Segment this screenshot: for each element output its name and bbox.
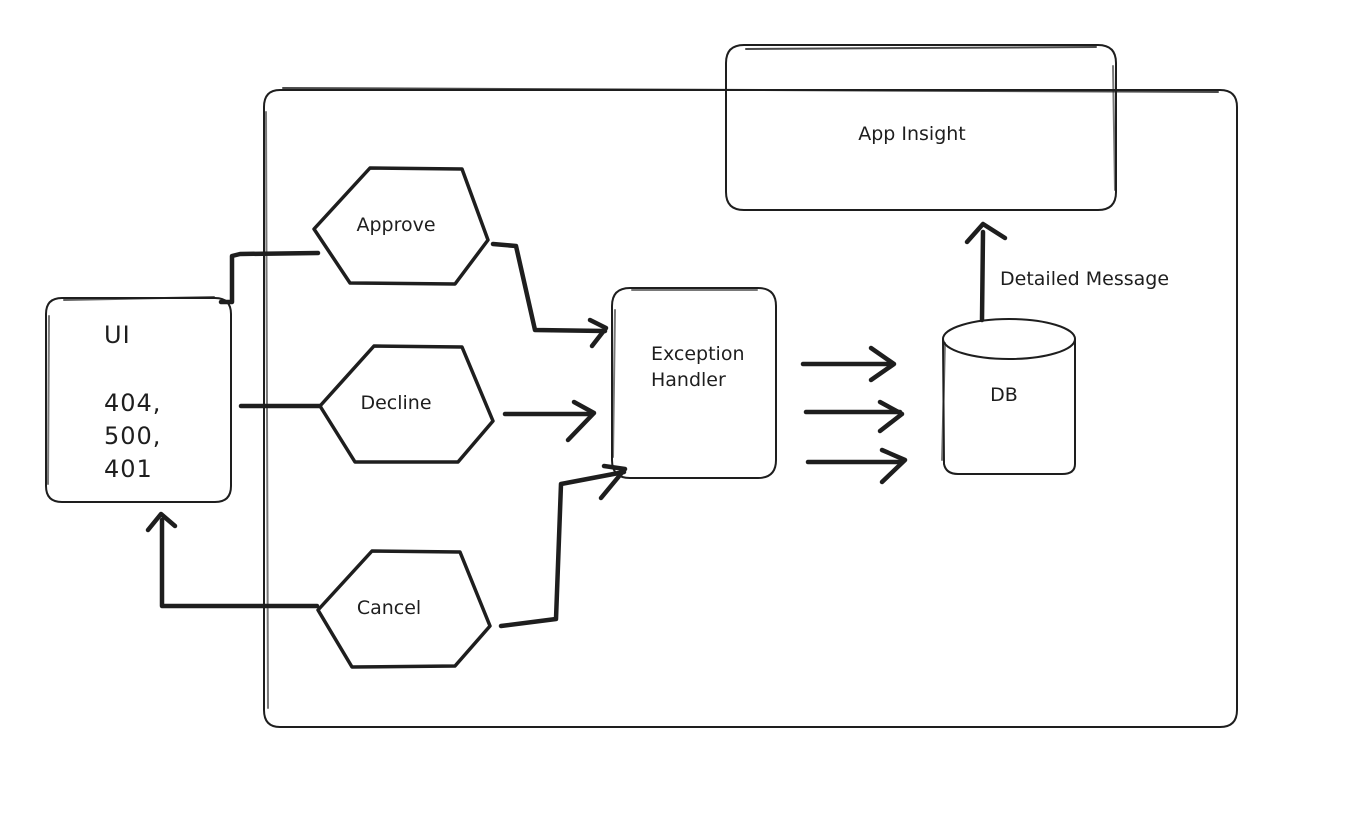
ui-status-code-3: 401 [104,455,153,483]
exception-handler-node: Exception Handler [611,287,777,479]
approve-node: Approve [312,166,490,286]
cancel-label: Cancel [357,597,421,619]
edge-cancel-to-exception-handler [498,463,628,629]
decline-node: Decline [318,344,495,464]
edge-exception-handler-to-db-3 [805,447,908,485]
ui-status-code-1: 404, [104,389,161,417]
approve-label: Approve [356,214,435,236]
exception-handler-label-line-1: Exception [651,343,745,365]
db-label: DB [990,384,1018,406]
cancel-node: Cancel [316,549,492,669]
service-boundary-frame [263,87,1238,728]
ui-label: UI [104,321,131,349]
edge-db-to-app-insight: Detailed Message [964,221,1169,323]
edge-cancel-to-ui [145,511,320,609]
edge-approve-to-exception-handler [490,241,609,349]
exception-handler-label-line-2: Handler [651,369,726,391]
decline-label: Decline [360,392,431,414]
edge-decline-to-exception-handler [502,399,597,443]
detailed-message-label: Detailed Message [1000,268,1169,290]
edge-exception-handler-to-db-1 [800,345,897,383]
app-insight-node: App Insight [725,44,1117,211]
app-insight-label: App Insight [858,123,966,145]
ui-status-code-2: 500, [104,422,161,450]
db-node: DB [941,318,1076,475]
edge-exception-handler-to-db-2 [803,399,905,434]
edge-ui-to-approve [218,250,321,305]
ui-node: UI 404, 500, 401 [45,296,232,503]
